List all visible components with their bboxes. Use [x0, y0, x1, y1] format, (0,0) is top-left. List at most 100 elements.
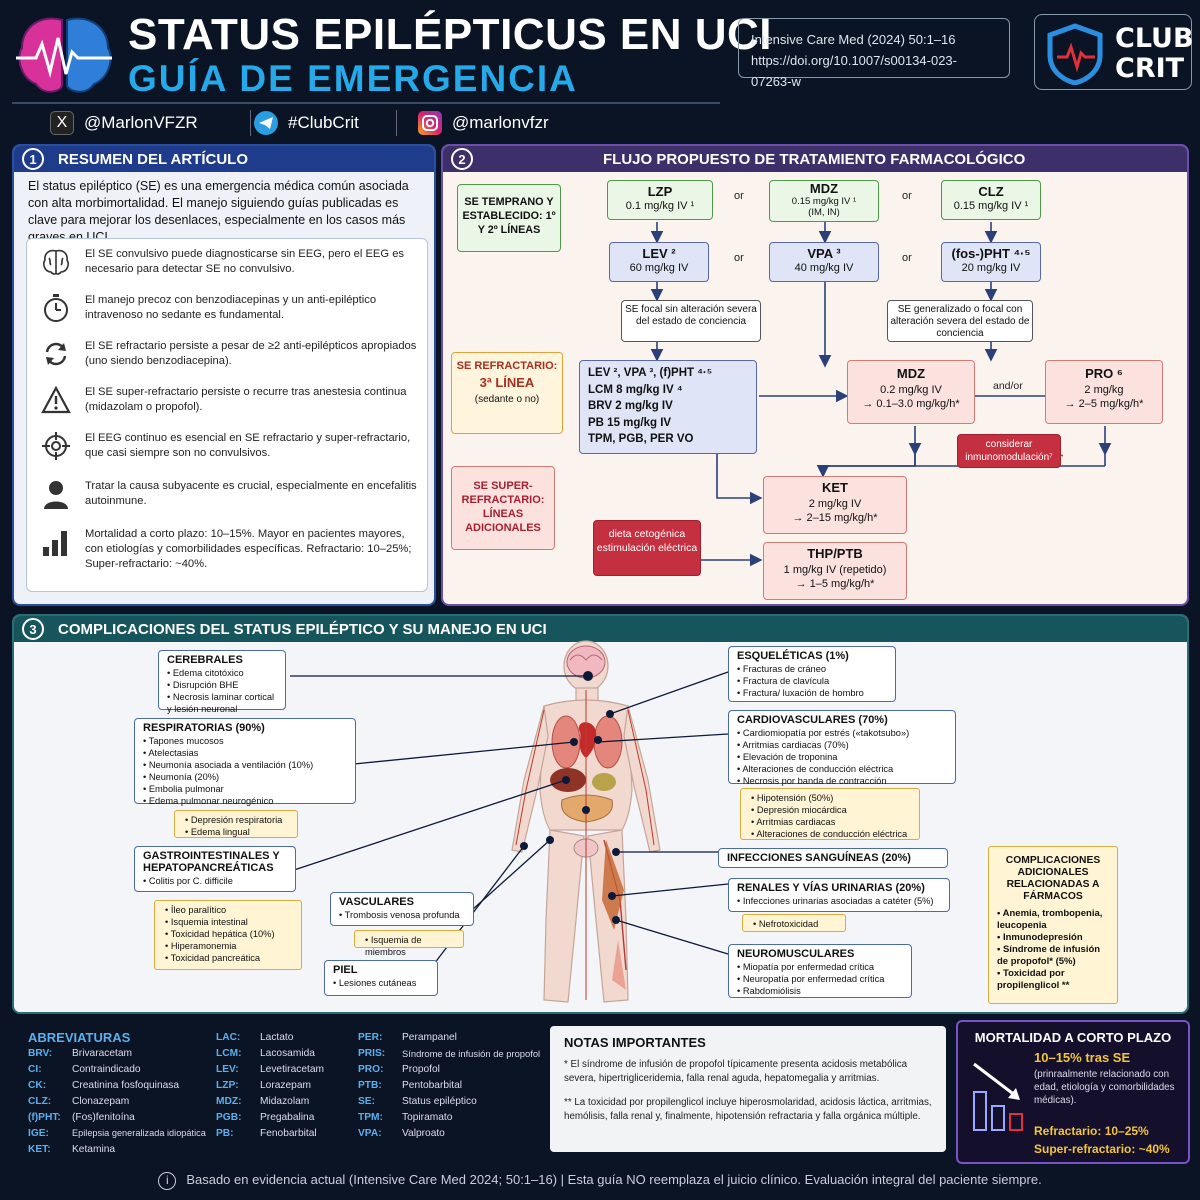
refresh-icon [39, 339, 73, 369]
clz-box[interactable]: CLZ 0.15 mg/kg IV ¹ [941, 180, 1041, 220]
abbr-row: PER:Perampanel [358, 1032, 457, 1043]
stage-refractory: SE REFRACTARIO: 3ª LÍNEA (sedante o no) [451, 352, 563, 434]
list-item: Mortalidad a corto plazo: 10–15%. Mayor … [39, 527, 419, 572]
drug-dose: 0.1 mg/kg IV ¹ [625, 200, 695, 212]
abbr-row: TPM:Topiramato [358, 1112, 453, 1123]
drug-name: MDZ [809, 181, 839, 196]
summary-header: 1 RESUMEN DEL ARTÍCULO [14, 146, 434, 172]
treatment-flow-panel: 2 FLUJO PROPUESTO DE TRATAMIENTO FARMACO… [441, 144, 1189, 606]
social-telegram[interactable]: #ClubCrit [254, 108, 359, 138]
mdz-infusion-box[interactable]: MDZ 0.2 mg/kg IV → 0.1–3.0 mg/kg/h* [847, 360, 975, 424]
social-x-label: @MarlonVFZR [84, 113, 198, 132]
vpa-box[interactable]: VPA ³ 40 mg/kg IV [769, 242, 879, 282]
list-item: • Alteraciones de conducción eléctrica [751, 829, 908, 839]
stage-refractory-line: 3ª LÍNEA [479, 375, 535, 390]
citation-journal: Intensive Care Med (2024) 50:1–16 [751, 32, 956, 47]
shield-icon [1047, 23, 1103, 85]
section-number: 2 [451, 148, 473, 170]
box-title: PIEL [333, 964, 358, 976]
list-item: • Lesiones cutáneas [333, 978, 417, 988]
declining-chart-icon [973, 1062, 1023, 1131]
stopwatch-icon [39, 293, 73, 323]
abbr-row: SE:Status epiléptico [358, 1096, 477, 1107]
list-item: • Arritmias cardiacas [751, 817, 836, 827]
mdz-box[interactable]: MDZ 0.15 mg/kg IV ¹ (IM, IN) [769, 180, 879, 222]
thp-box[interactable]: THP/PTB 1 mg/kg IV (repetido) → 1–5 mg/k… [763, 542, 907, 600]
vascular-drug-effects: • Isquemia de miembros [354, 930, 464, 957]
cerebral-complications: CEREBRALES • Edema citotóxico • Disrupci… [158, 650, 286, 714]
box-title: CEREBRALES [167, 654, 243, 666]
ketogenic-diet-box[interactable]: dieta cetogénica estimulación eléctrica [593, 520, 701, 576]
box-title: ESQUELÉTICAS (1%) [737, 650, 849, 662]
pht-box[interactable]: (fos-)PHT ⁴·⁵ 20 mg/kg IV [941, 242, 1041, 282]
citation-doi[interactable]: https://doi.org/10.1007/s00134-023-07263… [751, 53, 957, 89]
drug-dose: 0.15 mg/kg IV ¹ [953, 200, 1029, 212]
drug-infusion: → 2–15 mg/kg/h* [792, 512, 878, 524]
flow-header: 2 FLUJO PROPUESTO DE TRATAMIENTO FARMACO… [443, 146, 1187, 172]
drug-dose: 0.2 mg/kg IV [880, 384, 942, 396]
list-item: • Nefrotoxicidad [753, 919, 819, 929]
list-item: El SE refractario persiste a pesar de ≥2… [39, 339, 419, 369]
ket-box[interactable]: KET 2 mg/kg IV → 2–15 mg/kg/h* [763, 476, 907, 534]
or-label: or [902, 252, 912, 264]
respiratory-drug-effects: • Depresión respiratoria • Edema lingual [174, 810, 298, 838]
list-item: El EEG continuo es esencial en SE refrac… [39, 431, 419, 461]
abbr-row: LCM:Lacosamida [216, 1048, 315, 1059]
box-title: INFECCIONES SANGUÍNEAS (20%) [727, 852, 911, 864]
third-line-item: BRV 2 mg/kg IV [588, 400, 673, 412]
footer-text: Basado en evidencia actual (Intensive Ca… [186, 1172, 1042, 1187]
list-item: • Alteraciones de conducción eléctrica [737, 764, 894, 774]
skin-complications: PIEL • Lesiones cutáneas [324, 960, 438, 996]
third-line-box[interactable]: LEV ², VPA ³, (f)PHT ⁴·⁵ LCM 8 mg/kg IV … [579, 360, 757, 454]
drug-name: LZP [647, 184, 673, 199]
section-number: 3 [22, 618, 44, 640]
info-icon: i [158, 1172, 177, 1190]
mortality-main: 10–15% tras SE [1034, 1050, 1131, 1065]
drug-name: VPA ³ [807, 246, 841, 261]
list-item: • Rabdomiólisis [737, 986, 801, 996]
lev-box[interactable]: LEV ² 60 mg/kg IV [609, 242, 709, 282]
list-item: • Infecciones urinarias asociadas a caté… [737, 896, 934, 906]
brain-logo-icon [12, 12, 117, 98]
box-title: RESPIRATORIAS (90%) [143, 722, 265, 734]
stage-super-refractory: SE SUPER-REFRACTARIO: LÍNEAS ADICIONALES [451, 466, 555, 550]
list-item: • Necrosis por banda de contracción [737, 776, 887, 786]
immunomodulation-box[interactable]: considerar inmunomodulación⁷ [957, 434, 1061, 468]
drug-infusion: → 1–5 mg/kg/h* [795, 578, 875, 590]
abbr-row: CLZ:Clonazepam [28, 1096, 130, 1107]
list-item: • Anemia, trombopenia, leucopenia [997, 908, 1103, 931]
summary-title: RESUMEN DEL ARTÍCULO [58, 150, 249, 168]
telegram-icon [254, 111, 278, 135]
mortality-title: MORTALIDAD A CORTO PLAZO [974, 1030, 1172, 1045]
pro-box[interactable]: PRO ⁶ 2 mg/kg → 2–5 mg/kg/h* [1045, 360, 1163, 424]
drug-dose: 2 mg/kg [1084, 384, 1124, 396]
brand-line1: CLUB [1115, 23, 1194, 54]
list-item: • Hipotensión (50%) [751, 793, 834, 803]
bar-chart-icon [39, 527, 73, 557]
social-instagram[interactable]: @marlonvfzr [418, 108, 549, 138]
list-item: • Colitis por C. difficile [143, 876, 233, 886]
generalized-note: SE generalizado o focal con alteración s… [887, 300, 1033, 342]
list-item: • Arritmias cardiacas (70%) [737, 740, 849, 750]
lzp-box[interactable]: LZP 0.1 mg/kg IV ¹ [607, 180, 713, 220]
abbr-row: LZP:Lorazepam [216, 1080, 311, 1091]
list-item: • Toxicidad pancreática [165, 953, 261, 963]
andor-label: and/or [993, 380, 1023, 392]
drug-dose: 1 mg/kg IV (repetido) [783, 564, 887, 576]
clubcrit-logo: CLUB CRIT [1034, 14, 1194, 90]
list-item: • Embolia pulmonar [143, 784, 224, 794]
complications-header: 3 COMPLICACIONES DEL STATUS EPILÉPTICO Y… [14, 616, 1187, 642]
footer: i Basado en evidencia actual (Intensive C… [0, 1172, 1200, 1190]
list-item: • Inmunodepresión [997, 932, 1083, 943]
social-x[interactable]: X @MarlonVFZR [50, 108, 198, 138]
box-title: COMPLICACIONES ADICIONALES RELACIONADAS … [1005, 855, 1101, 902]
instagram-icon [418, 111, 442, 135]
person-icon [39, 479, 73, 509]
list-item: • Depresión respiratoria [185, 815, 283, 825]
target-icon [39, 431, 73, 461]
bullet-text: El SE super-refractario persiste o recur… [85, 386, 407, 413]
abbr-row: PGB:Pregabalina [216, 1112, 315, 1123]
list-item: • Toxicidad hepática (10%) [165, 929, 275, 939]
citation-box[interactable]: Intensive Care Med (2024) 50:1–16 https:… [738, 18, 1010, 89]
abbreviations-title: ABREVIATURAS [28, 1030, 131, 1045]
